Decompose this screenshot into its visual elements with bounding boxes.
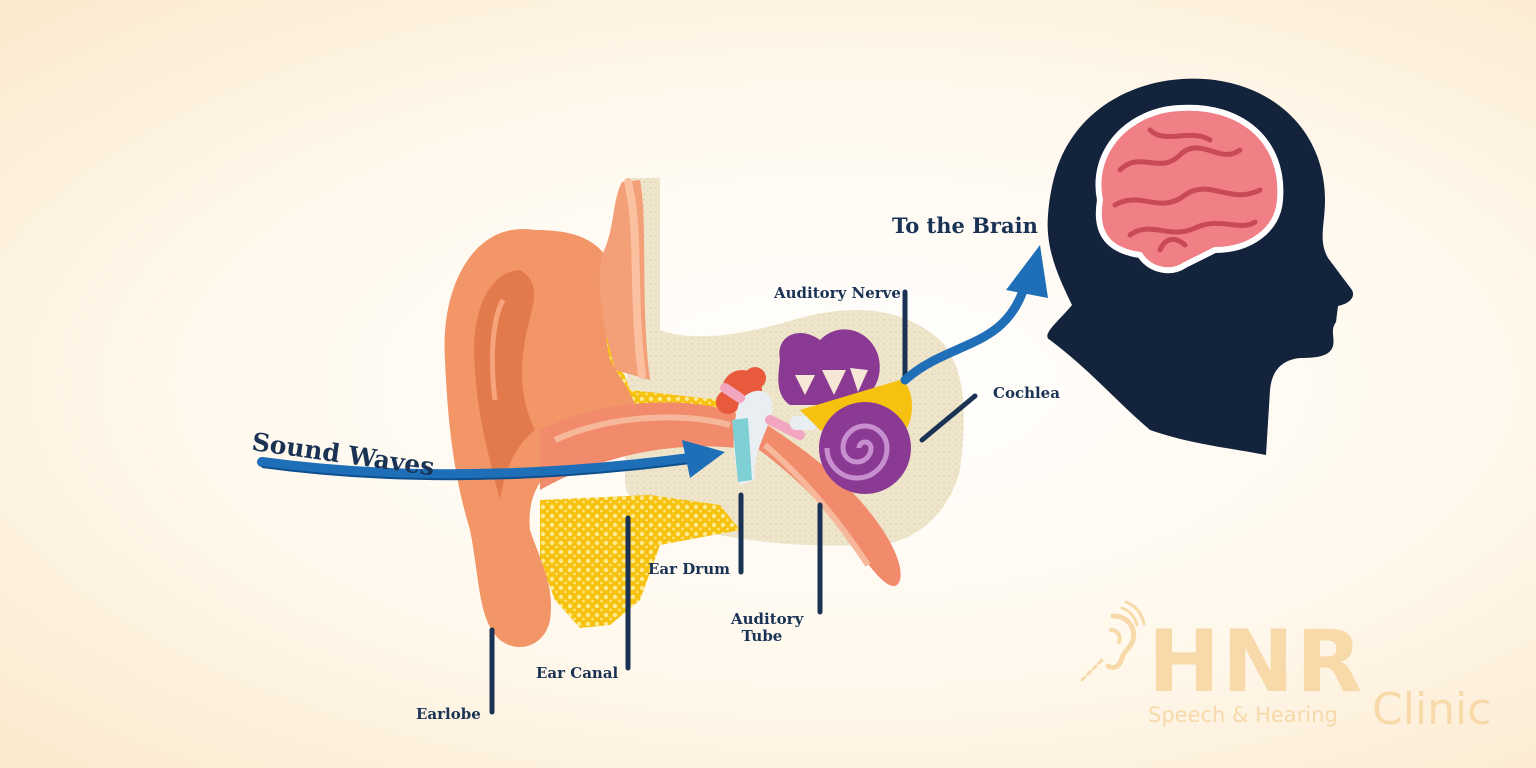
earlobe-label: Earlobe: [416, 705, 481, 723]
brand-tagline: Speech & Hearing: [1148, 703, 1338, 727]
pointer-lines: [489, 289, 978, 715]
to-brain-label: To the Brain: [892, 213, 1038, 238]
brand-suffix: Clinic: [1372, 684, 1492, 735]
auditory-nerve-label: Auditory Nerve: [774, 284, 901, 302]
hearing-ear-icon: [1080, 600, 1146, 682]
sound-wave-arrow: [257, 440, 725, 481]
ear-drum-label: Ear Drum: [648, 560, 730, 578]
cochlea-label: Cochlea: [993, 384, 1060, 402]
ear-canal-tube: [540, 402, 750, 490]
brand-name: HNR: [1148, 612, 1365, 712]
ear-canal-label: Ear Canal: [536, 664, 619, 682]
brain-icon: [1095, 104, 1284, 274]
brain-arrow: [900, 245, 1048, 385]
middle-ear: [716, 367, 818, 485]
cochlea: [819, 402, 911, 494]
auditory-tube-label: Auditory Tube: [731, 610, 804, 646]
semicircular-canals: [778, 329, 880, 405]
auditory-tube: [745, 420, 901, 587]
